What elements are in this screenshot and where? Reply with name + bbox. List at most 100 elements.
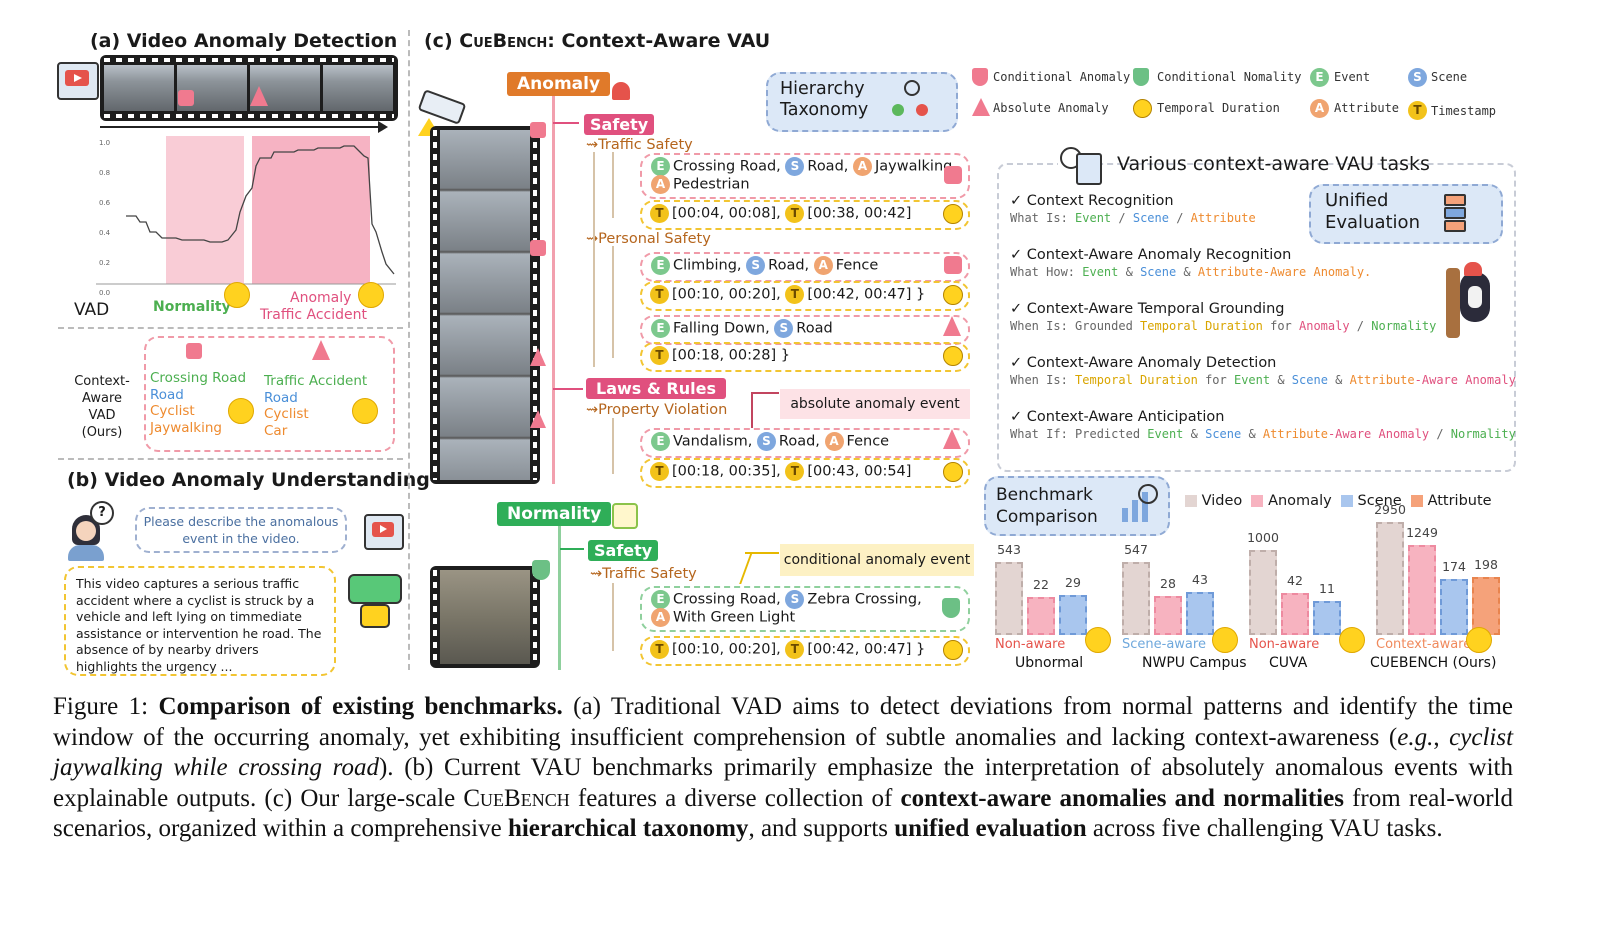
vertical-divider <box>408 30 410 670</box>
legend-temporal-duration: Temporal Duration <box>1157 101 1280 115</box>
sub: / <box>1349 319 1372 333</box>
caption-text: features a diverse collection of <box>569 784 901 812</box>
time-box-2-content: T[00:10, 00:20], T[00:42, 00:47] } <box>650 285 925 304</box>
unified-line: Evaluation <box>1325 212 1420 233</box>
scene-text: Road, <box>768 257 810 274</box>
personal-safety-label: ⇝Personal Safety <box>586 231 711 247</box>
context-item: Traffic Accident <box>264 373 368 389</box>
absolute-anomaly-icon <box>530 410 546 428</box>
context-item: Cyclist <box>264 406 309 422</box>
normality-label: Normality <box>153 299 231 315</box>
conditional-anomaly-icon <box>944 166 962 184</box>
sub: When Is: <box>1010 373 1076 387</box>
absolute-anomaly-event-callout: absolute anomaly event <box>780 389 970 419</box>
vad-score-plot <box>96 136 396 285</box>
caption-italic: e.g. <box>1397 723 1434 751</box>
attribute-badge-icon: A <box>651 175 670 194</box>
attribute-badge-icon: A <box>813 256 833 275</box>
sub: Anomaly <box>1378 427 1430 441</box>
callout-line <box>745 552 779 554</box>
conditional-normality-icon <box>532 560 550 580</box>
scene-text: Zebra Crossing, <box>807 591 922 608</box>
context-item: Cyclist <box>150 403 195 419</box>
timestamp-text: [00:43, 00:54] <box>807 463 912 480</box>
unified-line: Unified <box>1325 190 1389 211</box>
task-anomaly-detection: ✓ Context-Aware Anomaly Detection <box>1010 355 1277 371</box>
laws-rules-tag: Laws & Rules <box>586 378 726 399</box>
connector <box>553 388 583 390</box>
task-anomaly-recognition: ✓ Context-Aware Anomaly Recognition <box>1010 247 1292 263</box>
sub: / <box>1168 211 1191 225</box>
callout-line <box>739 552 753 584</box>
sub: Anomaly <box>1299 319 1350 333</box>
sub: -Aware <box>1327 427 1379 441</box>
bench-line: Benchmark <box>996 485 1093 505</box>
tree-line <box>612 418 614 474</box>
chart-awareness-label: Non-aware <box>995 637 1066 652</box>
video-filmstrip <box>100 55 398 121</box>
absolute-anomaly-icon <box>943 316 961 336</box>
chart-value-label: 1249 <box>1406 524 1438 540</box>
smiling-face-icon <box>358 282 384 308</box>
event-badge-icon: E <box>651 590 670 609</box>
absolute-anomaly-icon <box>943 429 961 449</box>
caption-text: , and supports <box>748 815 895 842</box>
time-box-1 <box>640 200 970 230</box>
event-badge-icon: E <box>651 256 670 275</box>
legend-conditional-anomaly: Conditional Anomaly <box>993 70 1131 84</box>
time-box-5-content: T[00:10, 00:20], T[00:42, 00:47] } <box>650 640 925 659</box>
caption-text: across five challenging VAU tasks. <box>1086 815 1443 842</box>
caption-bold: unified evaluation <box>894 815 1087 842</box>
chart-category-label: CUEBENCH (Ours) <box>1370 655 1497 671</box>
chart-value-label: 547 <box>1124 541 1148 557</box>
timestamp-badge-icon: T <box>785 204 805 223</box>
time-box-4 <box>640 458 970 488</box>
caption-italic: cyclist jaywalking while crossing road <box>53 723 1514 782</box>
sub: & <box>1270 373 1292 387</box>
scene-badge-icon: S <box>774 319 794 338</box>
connector <box>560 548 584 550</box>
unified-evaluation-box <box>1309 184 1503 244</box>
normality-filmstrip <box>430 566 540 668</box>
sub: for <box>1262 319 1299 333</box>
hierarchy-taxonomy-label: Hierarchy Taxonomy <box>780 79 868 121</box>
timestamp-text: [00:18, 00:28] } <box>672 347 790 364</box>
attribute-badge-icon: A <box>1310 99 1329 118</box>
evaluation-icon <box>1444 194 1466 232</box>
conditional-anomaly-icon <box>972 68 988 86</box>
conditional-anomaly-icon <box>178 90 194 106</box>
sub: & <box>1327 373 1350 387</box>
context-aware-box <box>144 336 395 452</box>
hierarchy-tree-icon <box>890 80 930 120</box>
chart-value-label: 22 <box>1033 577 1049 593</box>
chart-bar-scene <box>1440 578 1468 635</box>
chart-value-label: 543 <box>997 541 1021 557</box>
safety-tag-normality: Safety <box>588 540 659 561</box>
benchmark-comparison-box <box>984 476 1170 536</box>
smiling-face-icon <box>1466 627 1492 653</box>
timestamp-badge-icon: T <box>650 346 669 365</box>
timestamp-badge-icon: T <box>650 285 669 304</box>
legend-swatch <box>1410 495 1423 507</box>
scene-badge-icon: S <box>756 432 776 451</box>
sub: Event <box>1147 427 1184 441</box>
conditional-normality-icon <box>1133 68 1149 86</box>
chart-value-label: 42 <box>1287 572 1303 588</box>
chart-category-label: CUVA <box>1269 655 1308 671</box>
safety-tag: Safety <box>584 114 655 135</box>
chart-bar-scene <box>1313 601 1341 635</box>
caption-text: from real-world scenarios, organized wit… <box>53 784 1513 843</box>
callout-line <box>751 392 779 394</box>
chart-value-label: 1000 <box>1247 529 1279 545</box>
attribute-badge-icon: A <box>824 432 844 451</box>
sub: Normality <box>1371 319 1437 333</box>
sub: / <box>1429 427 1451 441</box>
sub: Scene <box>1140 265 1177 279</box>
timestamp-text: [00:04, 00:08], <box>672 205 781 222</box>
clock-icon <box>943 462 963 482</box>
chart-bar-anomaly <box>1027 597 1055 635</box>
crying-face-icon <box>1339 627 1365 653</box>
